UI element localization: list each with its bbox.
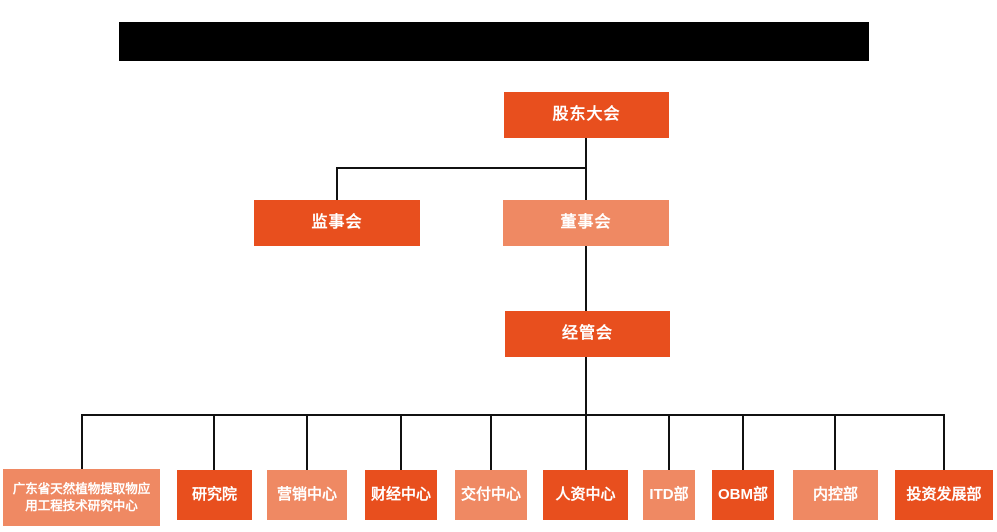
org-node-finance-center: 财经中心	[365, 470, 437, 520]
org-node-marketing-center: 营销中心	[267, 470, 347, 520]
connector-line	[943, 414, 945, 470]
org-node-investment-development-dept: 投资发展部	[895, 470, 993, 520]
org-node-gd-natural-plant-extract-center: 广东省天然植物提取物应用工程技术研究中心	[3, 469, 160, 526]
org-node-hr-center: 人资中心	[543, 470, 628, 520]
org-node-shareholders: 股东大会	[504, 92, 669, 138]
redacted-title-bar	[119, 22, 869, 61]
org-node-management-committee: 经管会	[505, 311, 670, 357]
org-node-research-institute: 研究院	[177, 470, 252, 520]
connector-line	[213, 414, 215, 470]
org-node-itd-dept: ITD部	[643, 470, 695, 520]
connector-line	[834, 414, 836, 470]
connector-line	[81, 414, 945, 416]
org-node-delivery-center: 交付中心	[455, 470, 527, 520]
connector-line	[585, 138, 587, 200]
connector-line	[336, 167, 338, 200]
org-node-obm-dept: OBM部	[712, 470, 774, 520]
connector-line	[742, 414, 744, 470]
connector-line	[490, 414, 492, 470]
connector-line	[585, 246, 587, 311]
org-node-supervisory-board: 监事会	[254, 200, 420, 246]
org-node-board-of-directors: 董事会	[503, 200, 669, 246]
connector-line	[668, 414, 670, 470]
connector-line	[585, 357, 587, 470]
connector-line	[306, 414, 308, 470]
connector-line	[400, 414, 402, 470]
org-node-internal-control-dept: 内控部	[793, 470, 878, 520]
connector-line	[336, 167, 587, 169]
connector-line	[81, 414, 83, 470]
